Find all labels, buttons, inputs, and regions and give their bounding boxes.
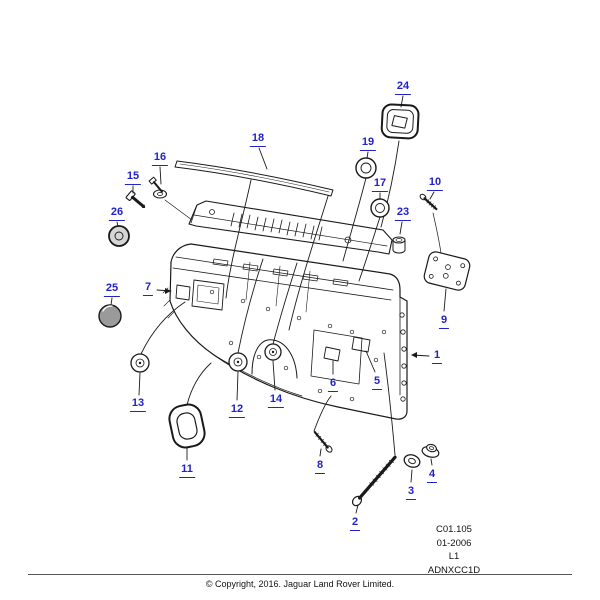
callout-18: 18 [249,133,267,147]
callout-13: 13 [129,398,147,412]
arrowhead-7 [165,288,171,294]
catalog-code: C01.105 [436,524,472,535]
callout-4: 4 [426,469,438,483]
callout-14: 14 [267,394,285,408]
callout-3: 3 [405,486,417,500]
part-19-grommet [355,157,377,179]
callout-6: 6 [327,378,339,392]
part-23-plug [392,236,406,254]
part-17-grommet [370,198,390,218]
sheet-code: L1 [448,551,460,562]
cowl-panel [188,200,393,255]
callout-1: 1 [431,350,443,364]
part-25-cap [98,304,122,328]
callout-23: 23 [394,207,412,221]
callout-19: 19 [359,137,377,151]
callout-9: 9 [438,315,450,329]
callout-24: 24 [394,81,412,95]
callout-17: 17 [371,178,389,192]
part-10-screw [419,193,438,211]
callout-2: 2 [349,517,361,531]
callout-5: 5 [371,376,383,390]
part-18-seal-strip [174,160,334,197]
bulkhead-panel [162,243,408,420]
part-26-cap [108,225,130,247]
callout-7: 7 [142,282,154,296]
callout-15: 15 [124,171,142,185]
part-11-grommet-oval [168,403,206,449]
callout-26: 26 [108,207,126,221]
part-4-nut [421,443,440,458]
callout-10: 10 [426,177,444,191]
part-13-grommet [130,353,150,373]
part-6-plate [323,346,341,362]
callout-8: 8 [314,460,326,474]
part-9-plate [423,251,471,291]
part-16-screw-washer [148,176,168,199]
reference-block: C01.105 01-2006 L1 ADNXCC1D [411,523,497,577]
routing-curves [140,140,442,456]
callout-16: 16 [151,152,169,166]
date-code: 01-2006 [436,537,472,549]
part-3-washer [403,454,421,468]
leader-lines [110,95,447,514]
part-12-grommet [228,352,248,372]
callout-11: 11 [179,464,195,478]
part-14-grommet [264,343,282,361]
part-5-plate [351,336,371,353]
callout-12: 12 [228,404,246,418]
part-8-screw [313,431,333,453]
part-24-square-grommet [380,103,420,140]
part-15-bolt [125,190,146,208]
callout-25: 25 [103,283,121,297]
part-2-bolt [351,455,397,507]
arrowhead-1 [411,352,417,358]
copyright-text: © Copyright, 2016. Jaguar Land Rover Lim… [205,579,395,589]
footer-divider [28,574,572,575]
drawing-code: ADNXCC1D [427,564,481,576]
